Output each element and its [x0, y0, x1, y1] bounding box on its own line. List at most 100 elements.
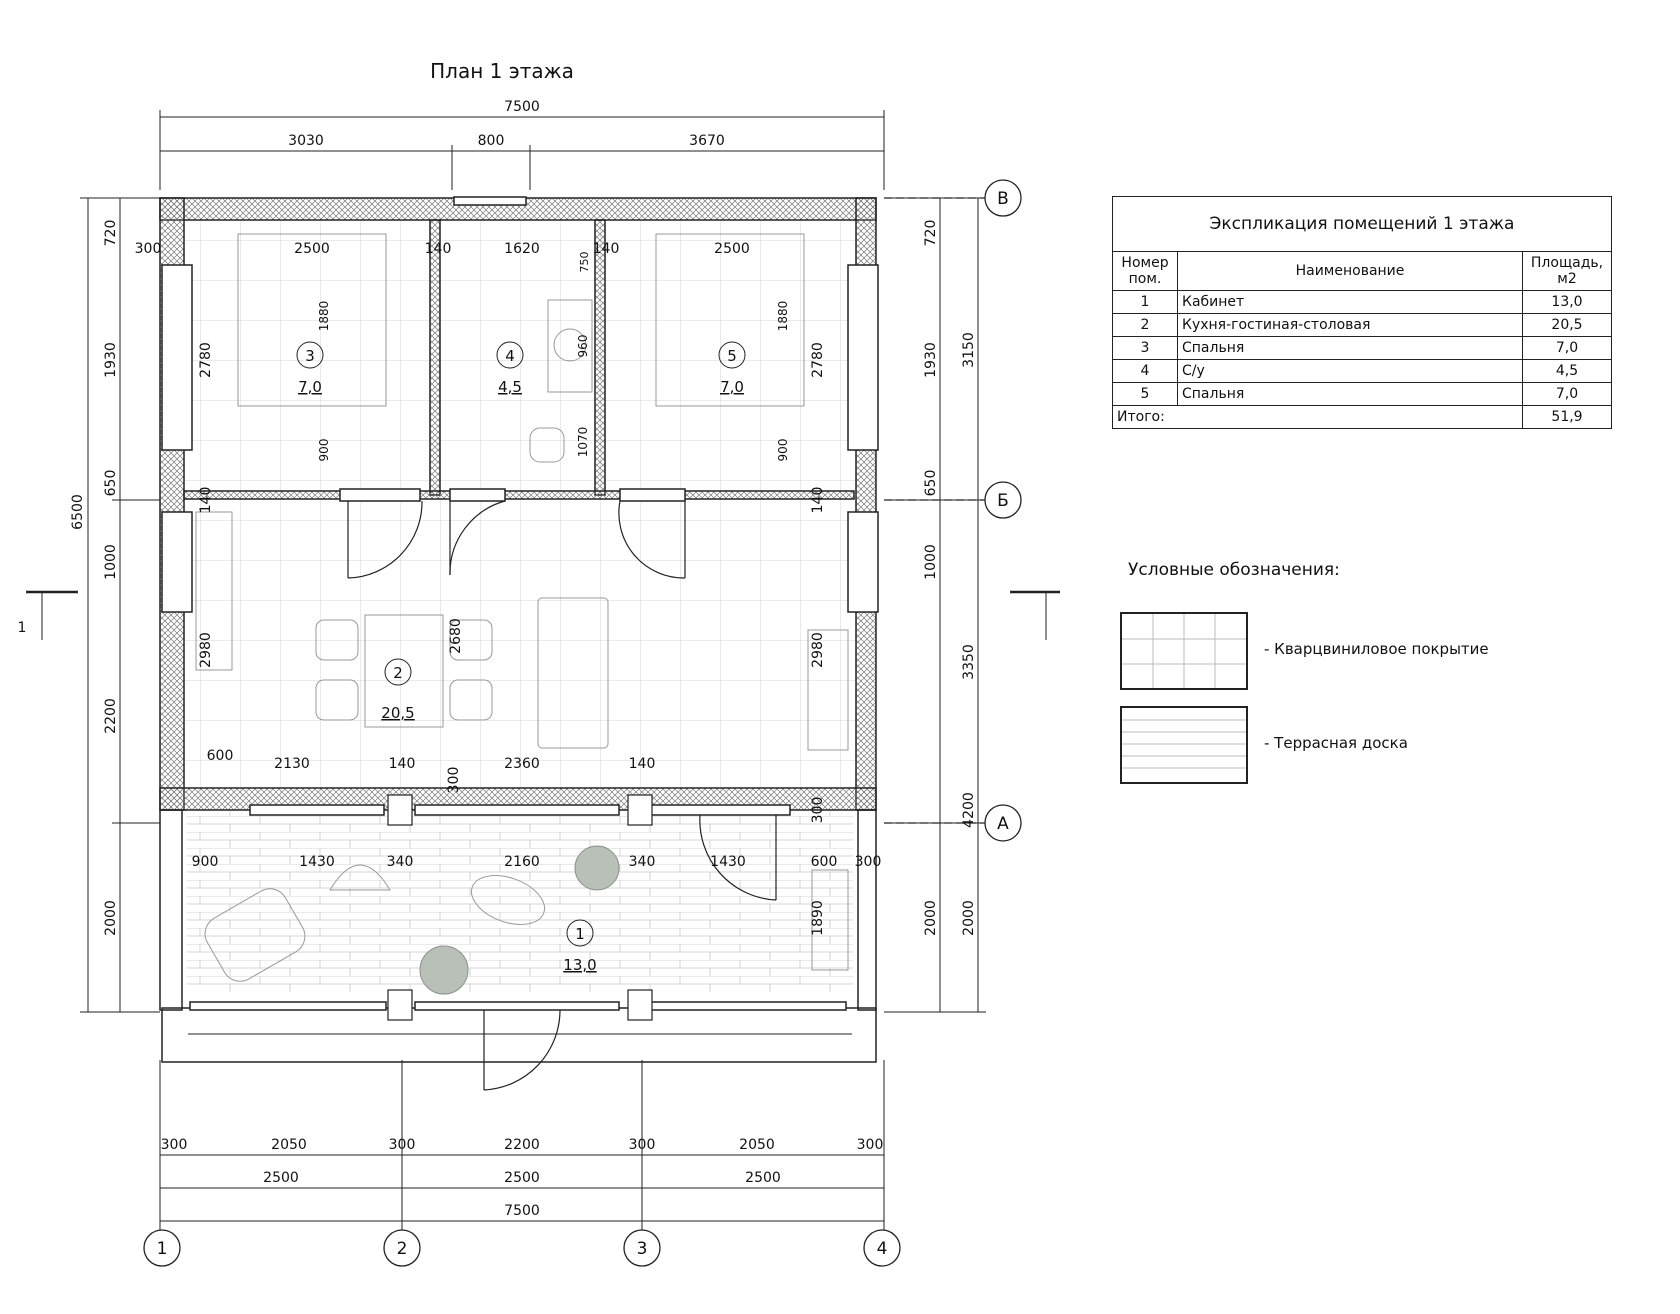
row-area: 7,0: [1522, 336, 1612, 360]
table-total-row: Итого: 51,9: [1112, 405, 1612, 429]
dim-in-2130: 2130: [274, 756, 310, 772]
dim-left-6: 2000: [103, 900, 119, 936]
legend-label-terrace-board: - Террасная доска: [1264, 734, 1408, 752]
dim-in-140a: 140: [425, 241, 452, 257]
axis-label-4: 4: [877, 1239, 888, 1259]
dim-right-1: 720: [923, 220, 939, 247]
total-label: Итого:: [1112, 405, 1523, 429]
furniture: [195, 233, 849, 982]
dim-in-300b: 300: [446, 767, 462, 794]
room-1-area: 13,0: [563, 956, 596, 974]
dim-ter-1890: 1890: [810, 900, 826, 936]
dim-top-2: 800: [478, 133, 505, 149]
table-row: 2 Кухня-гостиная-столовая 20,5: [1112, 313, 1612, 337]
dim-left-2: 1930: [103, 342, 119, 378]
dim-in-2500a: 2500: [294, 241, 330, 257]
dim-bottom-a7: 300: [857, 1137, 884, 1153]
room-3-area: 7,0: [298, 378, 322, 396]
dim-bottom-b3: 2500: [745, 1170, 781, 1186]
dim-ter-300: 300: [855, 854, 882, 870]
row-num: 3: [1112, 336, 1178, 360]
row-num: 4: [1112, 359, 1178, 383]
row-name: Кабинет: [1177, 290, 1523, 314]
dim-right-o4: 2000: [961, 900, 977, 936]
dim-right-5: 2000: [923, 900, 939, 936]
dim-in-900a: 900: [317, 439, 331, 462]
row-num: 5: [1112, 382, 1178, 406]
dim-in-140e: 140: [389, 756, 416, 772]
terrace-shelf: [811, 869, 849, 971]
bathtub-chair: [471, 875, 545, 925]
dim-bottom-a2: 2050: [271, 1137, 307, 1153]
terrace-floor-boards: [187, 810, 853, 992]
dim-bottom-a4: 2200: [504, 1137, 540, 1153]
dim-in-1620: 1620: [504, 241, 540, 257]
indoor-floor-quartz-vinyl: [185, 220, 855, 800]
dim-in-300c: 300: [810, 797, 826, 824]
dim-in-300: 300: [135, 241, 162, 257]
dim-in-140c: 140: [198, 487, 214, 514]
explication-table: Экспликация помещений 1 этажа Номер пом.…: [1112, 196, 1612, 429]
axis-label-2: 2: [397, 1239, 408, 1259]
row-name: Спальня: [1177, 382, 1523, 406]
washbasin: [553, 328, 587, 362]
kitchen-counter: [195, 511, 233, 671]
dim-in-2360: 2360: [504, 756, 540, 772]
dim-in-1880b: 1880: [776, 301, 790, 332]
room-4-number: 4: [505, 347, 515, 365]
plant-icon: [419, 945, 469, 995]
plan-title: План 1 этажа: [430, 59, 574, 83]
dim-in-140f: 140: [629, 756, 656, 772]
room-3-number: 3: [305, 347, 315, 365]
legend-label-quartz-vinyl: - Кварцвиниловое покрытие: [1264, 640, 1489, 658]
dim-bottom-b1: 2500: [263, 1170, 299, 1186]
dim-left-4: 1000: [103, 544, 119, 580]
row-name: Кухня-гостиная-столовая: [1177, 313, 1523, 337]
header-room-area: Площадь, м2: [1522, 251, 1612, 291]
dim-bottom-a6: 2050: [739, 1137, 775, 1153]
table-row: 5 Спальня 7,0: [1112, 382, 1612, 406]
axis-label-1: 1: [157, 1239, 168, 1259]
axis-label-3: 3: [637, 1239, 648, 1259]
header-room-name: Наименование: [1177, 251, 1523, 291]
dim-ter-600: 600: [811, 854, 838, 870]
dim-in-2980b: 2980: [810, 632, 826, 668]
row-num: 2: [1112, 313, 1178, 337]
dim-right-3: 650: [923, 470, 939, 497]
axis-label-v: В: [997, 189, 1009, 209]
room-5-number: 5: [727, 347, 737, 365]
dim-in-2680: 2680: [448, 618, 464, 654]
dim-in-2980a: 2980: [198, 632, 214, 668]
row-area: 20,5: [1522, 313, 1612, 337]
dim-in-2780a: 2780: [198, 342, 214, 378]
explication-title: Экспликация помещений 1 этажа: [1112, 196, 1612, 252]
table-row: 1 Кабинет 13,0: [1112, 290, 1612, 314]
axis-label-b: Б: [997, 491, 1009, 511]
room-4-area: 4,5: [498, 378, 522, 396]
dim-in-960: 960: [576, 335, 590, 358]
room-2-area: 20,5: [381, 704, 414, 722]
dim-top-3: 3670: [689, 133, 725, 149]
table-row: 4 С/у 4,5: [1112, 359, 1612, 383]
dim-in-140b: 140: [593, 241, 620, 257]
dining-table: [364, 614, 444, 728]
floor-plan-drawing: План 1 этажа: [18, 59, 1060, 1267]
columns: [387, 794, 653, 1021]
plant-icon: [574, 845, 620, 891]
dim-in-1880a: 1880: [317, 301, 331, 332]
doors: [347, 500, 777, 1091]
terrace-board-swatch-icon: [1122, 719, 1246, 769]
dim-in-600a: 600: [207, 748, 234, 764]
dim-in-750: 750: [578, 252, 591, 273]
sofa: [537, 597, 609, 749]
dim-bottom-a5: 300: [629, 1137, 656, 1153]
row-num: 1: [1112, 290, 1178, 314]
legend-swatch-terrace-board: [1120, 706, 1248, 784]
dim-right-o1: 3150: [961, 332, 977, 368]
row-name: С/у: [1177, 359, 1523, 383]
bed-room-5: [655, 233, 805, 407]
legend-title: Условные обозначения:: [1128, 560, 1340, 580]
header-room-number: Номер пом.: [1112, 251, 1178, 291]
interior-partitions: [183, 219, 855, 502]
legend-swatch-quartz-vinyl: [1120, 612, 1248, 690]
